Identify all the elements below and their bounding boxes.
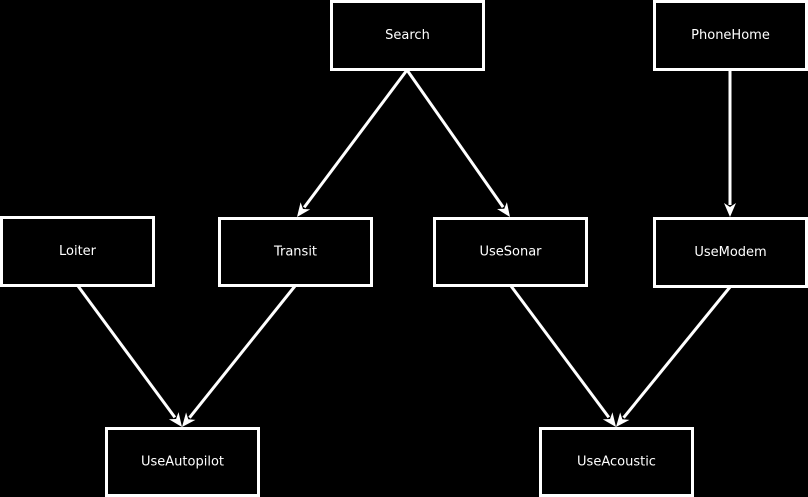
edge-transit-to-useautopilot	[182, 285, 297, 427]
edge-line	[622, 286, 732, 419]
edge-usemodem-to-useacoustic	[616, 286, 732, 427]
arrowhead-icon	[497, 202, 510, 217]
node-search-label: Search	[385, 28, 430, 43]
edge-search-to-transit	[297, 69, 409, 217]
node-search-box	[330, 0, 485, 71]
node-usemodem[interactable]: UseModem	[653, 217, 808, 288]
edge-usesonar-to-useacoustic	[509, 285, 616, 427]
edge-loiter-to-useautopilot	[76, 285, 182, 427]
edge-phonehome-to-usemodem	[724, 70, 736, 217]
arrowhead-icon	[616, 412, 630, 427]
node-usesonar[interactable]: UseSonar	[433, 217, 588, 287]
arrowhead-icon	[602, 412, 616, 427]
node-useacoustic-label: UseAcoustic	[577, 455, 656, 470]
arrowhead-icon	[297, 202, 311, 217]
node-phonehome-label: PhoneHome	[691, 28, 770, 43]
edge-line	[405, 69, 505, 209]
edge-line	[76, 285, 177, 419]
arrowhead-icon	[182, 412, 196, 427]
node-phonehome-box	[653, 0, 808, 71]
node-usemodem-label: UseModem	[694, 245, 766, 260]
node-loiter-label: Loiter	[59, 244, 97, 259]
node-useacoustic[interactable]: UseAcoustic	[539, 427, 694, 497]
node-transit-box	[218, 217, 373, 287]
node-useautopilot[interactable]: UseAutopilot	[105, 427, 260, 497]
node-transit-label: Transit	[273, 245, 317, 260]
node-transit[interactable]: Transit	[218, 217, 373, 287]
edge-line	[509, 285, 611, 419]
diagram-edges	[76, 69, 736, 427]
node-useautopilot-box	[105, 427, 260, 497]
node-search[interactable]: Search	[330, 0, 485, 71]
node-useacoustic-box	[539, 427, 694, 497]
node-usesonar-box	[433, 217, 588, 287]
edge-line	[302, 69, 409, 209]
arrowhead-icon	[724, 203, 736, 217]
node-loiter[interactable]: Loiter	[0, 216, 155, 287]
node-usemodem-box	[653, 217, 808, 288]
node-loiter-box	[0, 216, 155, 287]
arrowhead-icon	[168, 412, 182, 427]
node-usesonar-label: UseSonar	[479, 245, 542, 260]
node-useautopilot-label: UseAutopilot	[141, 455, 224, 470]
edge-line	[188, 285, 297, 419]
edge-search-to-usesonar	[405, 69, 510, 217]
node-phonehome[interactable]: PhoneHome	[653, 0, 808, 71]
